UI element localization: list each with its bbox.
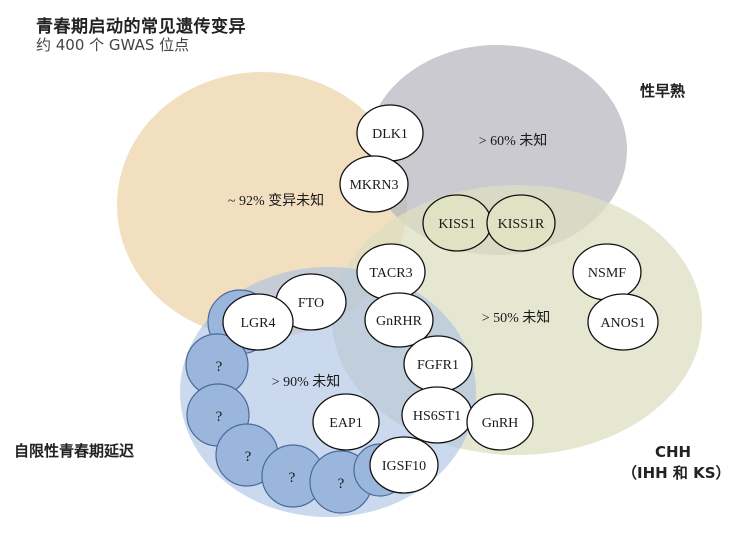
gene-gnrhr: GnRHR [376, 314, 423, 329]
gene-anos1: ANOS1 [600, 316, 645, 331]
gene-gnrh: GnRH [482, 416, 519, 431]
chh-label: CHH [655, 443, 692, 461]
gene-igsf10-node [369, 436, 439, 494]
gene-mkrn3-node [339, 155, 409, 213]
chh-unknown-label: > 50% 未知 [482, 309, 551, 326]
gene-tacr3: TACR3 [369, 266, 412, 281]
gene-hs6st1: HS6ST1 [413, 409, 461, 424]
gene-igsf10: IGSF10 [382, 459, 426, 474]
gene-lgr4: LGR4 [241, 316, 276, 331]
gene-gnrh-node [466, 393, 534, 451]
delay-unknown-label: > 90% 未知 [272, 373, 341, 390]
unknown-gene-1: ? [216, 359, 223, 375]
common-unknown-label: ~ 92% 变异未知 [228, 192, 324, 209]
gene-eap1-node [312, 393, 380, 451]
diagram-title: 青春期启动的常见遗传变异 [36, 17, 246, 37]
gene-kiss1r: KISS1R [498, 217, 545, 232]
unknown-gene-4: ? [289, 470, 296, 486]
unknown-gene-5: ? [338, 476, 345, 492]
chh-sublabel: （IHH 和 KS） [622, 464, 731, 482]
diagram-subtitle: 约 400 个 GWAS 位点 [36, 36, 190, 54]
gene-mkrn3: MKRN3 [349, 178, 398, 193]
precocious-puberty-label: 性早熟 [640, 82, 686, 100]
unknown-gene-2: ? [216, 409, 223, 425]
precocious-unknown-label: > 60% 未知 [479, 132, 548, 149]
gene-dlk1: DLK1 [372, 127, 408, 142]
unknown-gene-3: ? [245, 449, 252, 465]
gene-anos1-node [587, 293, 659, 351]
gene-lgr4-node [222, 293, 294, 351]
gene-eap1: EAP1 [329, 416, 362, 431]
gene-gnrhr-node [364, 292, 434, 348]
gene-fgfr1: FGFR1 [417, 358, 459, 373]
gene-kiss1r-node [486, 194, 556, 252]
delayed-puberty-label: 自限性青春期延迟 [14, 442, 135, 460]
gene-nsmf: NSMF [588, 266, 626, 281]
gene-kiss1: KISS1 [438, 217, 475, 232]
gene-fto: FTO [298, 296, 324, 311]
